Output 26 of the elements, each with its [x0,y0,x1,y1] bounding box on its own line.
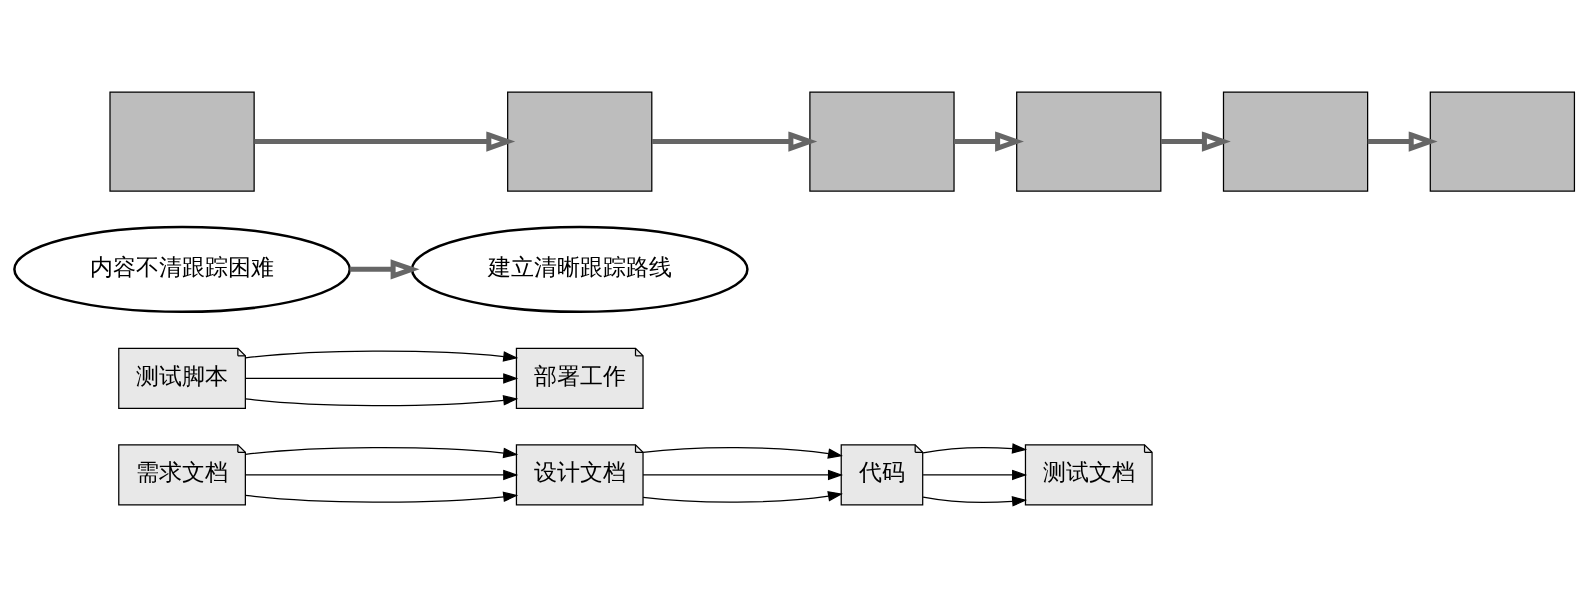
node-ellipse: 建立清晰跟踪路线 [410,225,749,313]
arrow [642,446,843,459]
arrow [922,495,1028,507]
arrow [244,394,519,406]
node-box [507,90,653,192]
arrow [244,469,519,480]
arrow [244,491,519,503]
arrow [254,130,516,152]
arrow [954,130,1024,152]
arrow [642,490,843,503]
arrow [922,469,1028,480]
node-box [1016,90,1162,192]
arrow [1160,130,1231,152]
arrow [652,130,818,152]
arrow [349,258,420,279]
arrow [244,446,519,458]
arrow [922,442,1028,454]
node-box [1222,90,1369,192]
node-box [809,90,955,192]
arrow [1367,130,1438,152]
node-box [109,90,255,192]
node-ellipse: 内容不清跟踪困难 [13,225,351,313]
arrow [642,469,843,480]
arrow [244,372,519,384]
node-box [1429,90,1576,192]
arrow [244,350,519,362]
